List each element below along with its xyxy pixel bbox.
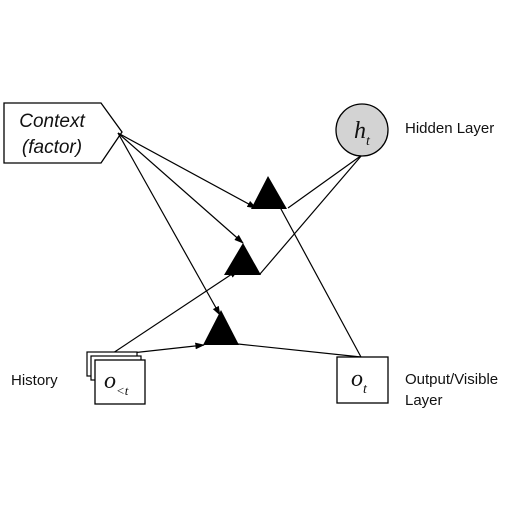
history-node: o<t (86, 351, 146, 405)
output-node: ot (336, 356, 389, 404)
hidden-node: ht (335, 103, 389, 157)
edge-context-gate-middle (117, 132, 244, 244)
context-label-line2: (factor) (22, 137, 82, 158)
history-label: History (11, 372, 58, 389)
output-label-line2: Layer (405, 392, 443, 409)
hidden-symbol: ht (354, 118, 371, 149)
history-symbol: o<t (104, 368, 129, 398)
edge-history-gate-middle (112, 269, 239, 354)
output-label-line1: Output/Visible (405, 371, 498, 388)
edge-hidden-gate-top (287, 154, 363, 209)
hidden-layer-label: Hidden Layer (405, 120, 494, 137)
gate-middle-triangle (224, 243, 261, 275)
context-node: Context (factor) (3, 102, 123, 164)
context-label-line1: Context (19, 111, 85, 132)
edge-context-gate-bottom (117, 132, 221, 316)
gate-top-triangle (251, 176, 287, 209)
edge-context-gate-top (117, 132, 257, 209)
edge-gate-top-output (267, 184, 362, 358)
output-symbol: ot (351, 366, 368, 397)
edge-gate-bottom-output (237, 343, 362, 358)
gate-bottom-triangle (203, 310, 239, 345)
edge-hidden-gate-middle (259, 154, 363, 275)
